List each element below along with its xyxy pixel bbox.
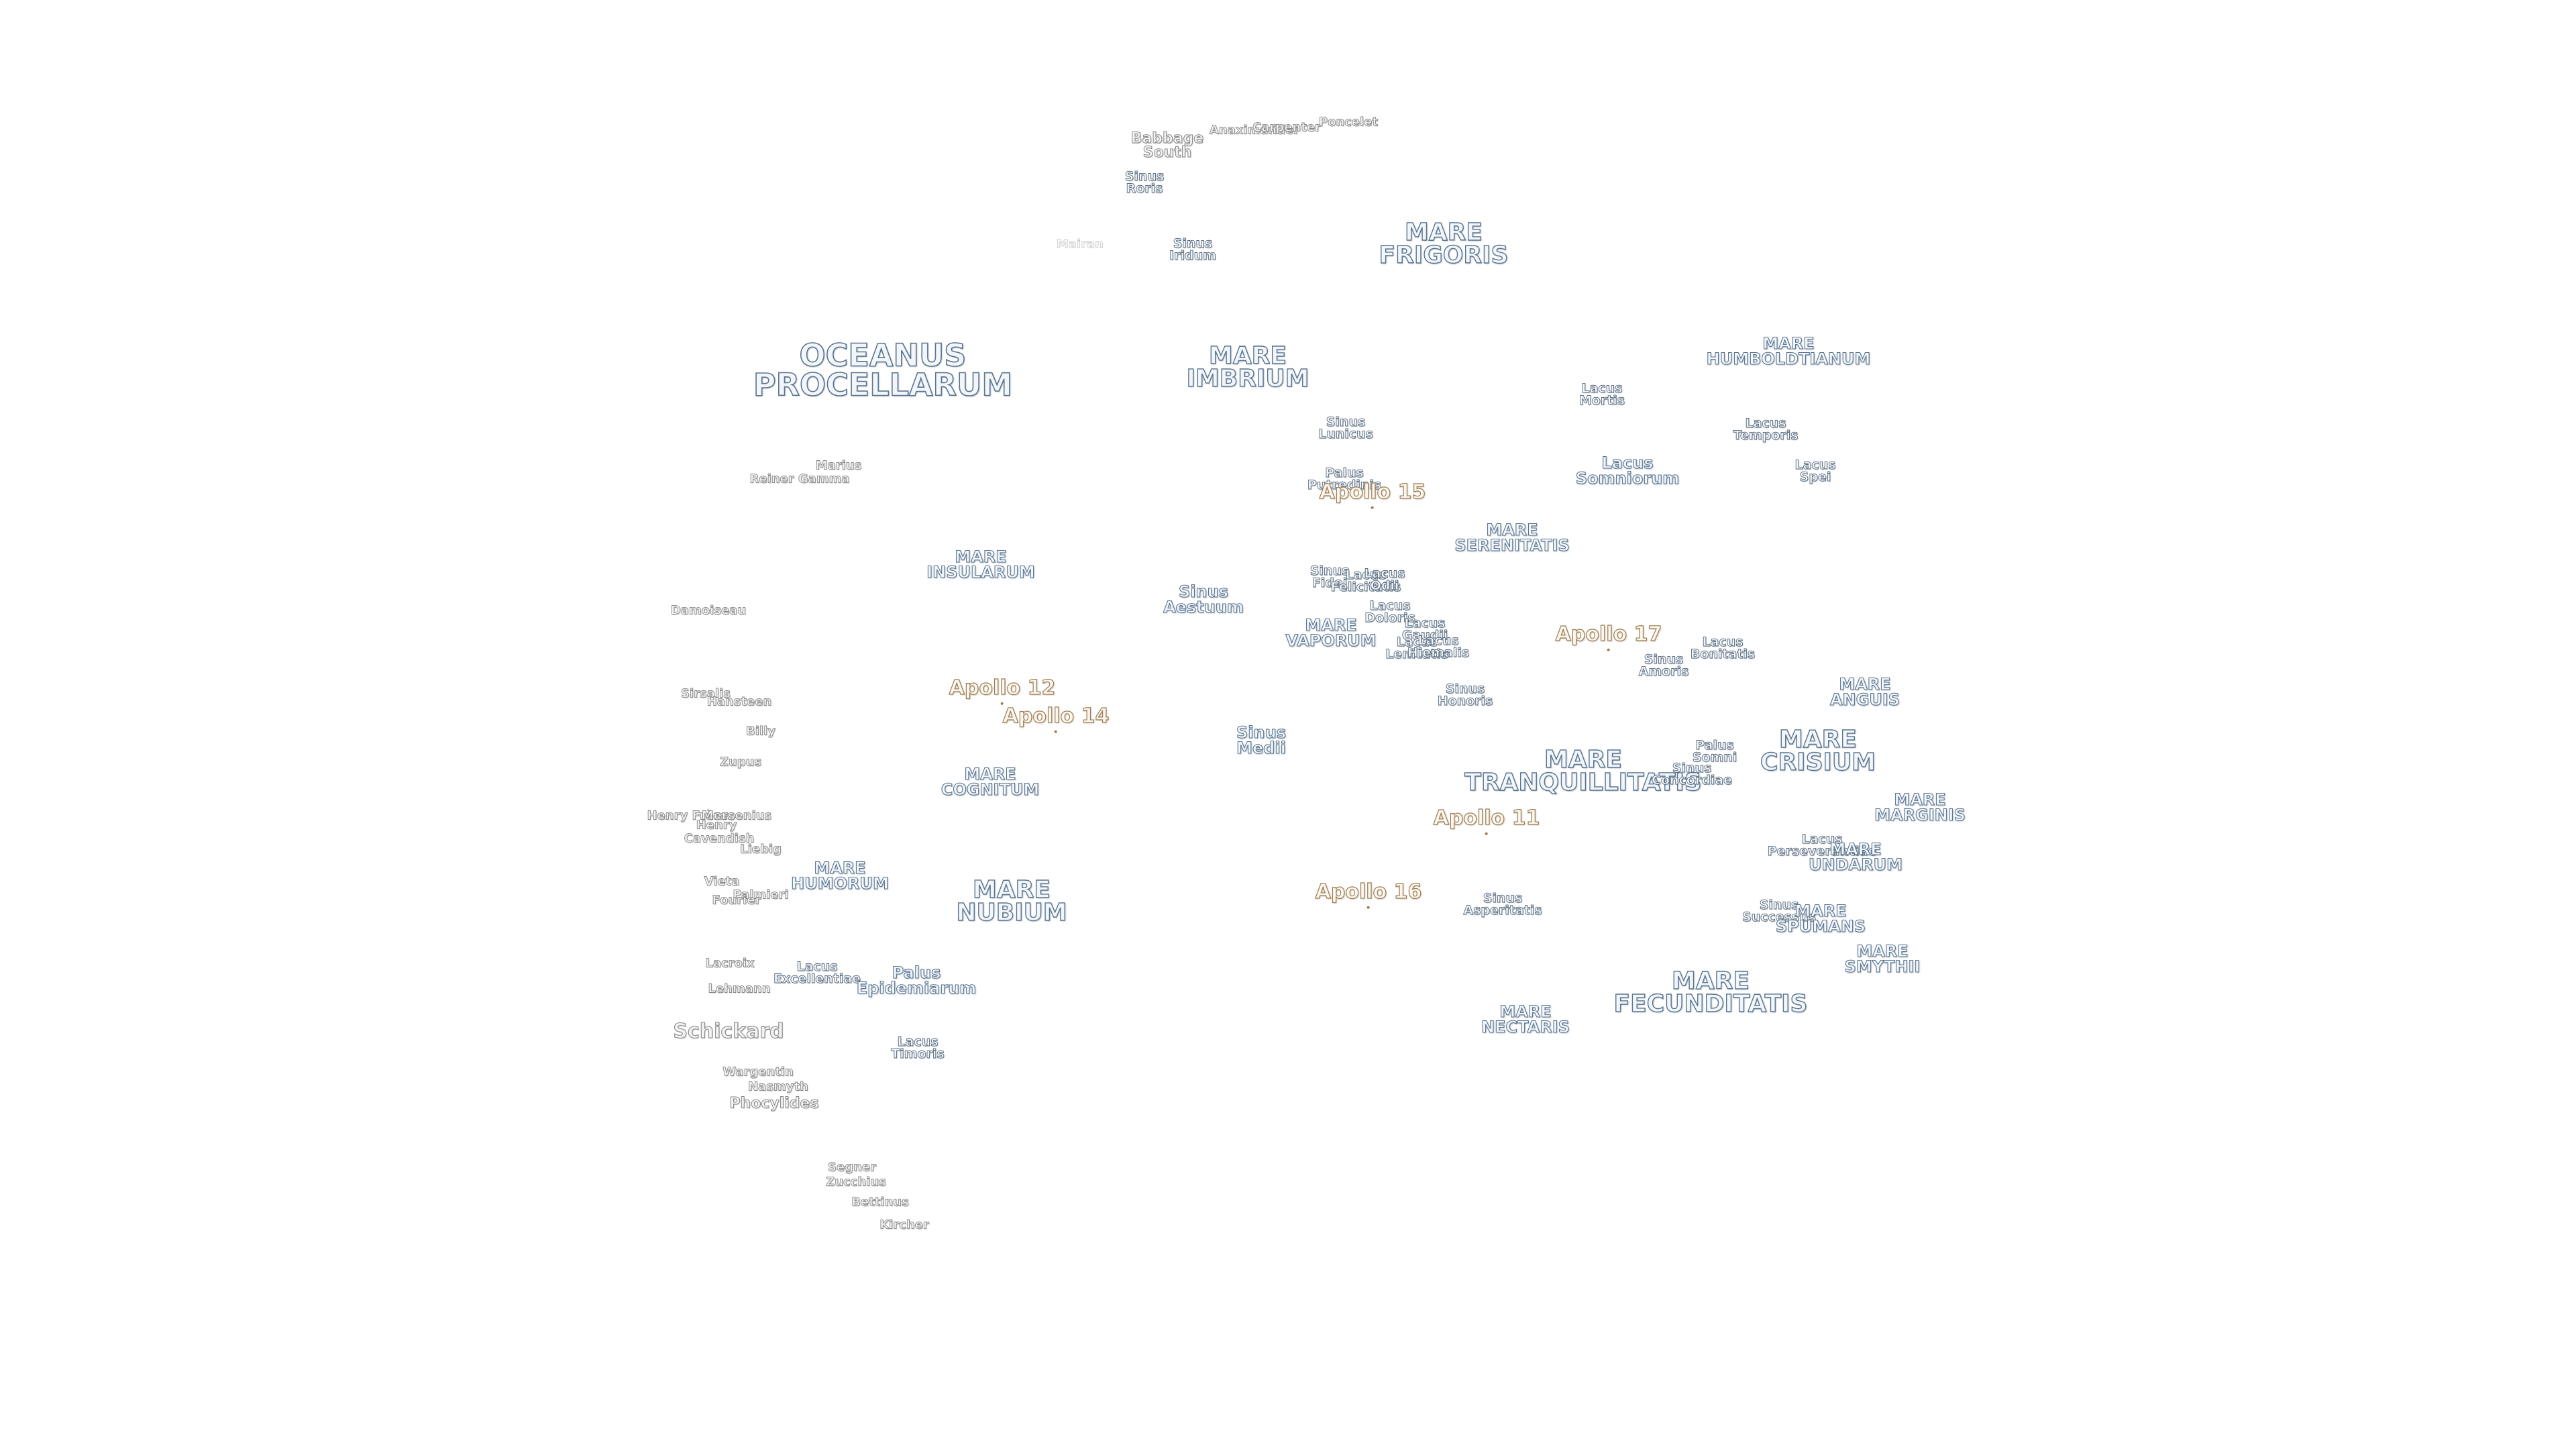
mare-label-insularum[interactable]: MARE INSULARUM	[926, 547, 1036, 582]
mare-label-spumans[interactable]: MARE SPUMANS	[1775, 902, 1866, 936]
crater-label-henry[interactable]: Henry	[696, 818, 737, 833]
mare-label-imbrium[interactable]: MARE IMBRIUM	[1186, 341, 1309, 392]
crater-label-fourier[interactable]: Fourier	[712, 893, 761, 908]
feature-label-sinus-aestuum[interactable]: Sinus Aestuum	[1163, 582, 1244, 616]
feature-label-sinus-iridum[interactable]: Sinus Iridum	[1169, 235, 1217, 263]
feature-label-lacus-somniorum[interactable]: Lacus Somniorum	[1575, 453, 1680, 488]
feature-label-sinus-honoris[interactable]: Sinus Honoris	[1437, 681, 1493, 708]
crater-label-reiner-gamma[interactable]: Reiner Gamma	[749, 472, 850, 486]
feature-label-palus-epidemiarum[interactable]: Palus Epidemiarum	[856, 963, 977, 998]
apollo-12-site[interactable]: Apollo 12	[949, 676, 1056, 704]
crater-label-hansteen[interactable]: Hansteen	[706, 694, 772, 709]
apollo-17-site[interactable]: Apollo 17	[1555, 622, 1662, 651]
crater-label-nasmyth[interactable]: Nasmyth	[748, 1079, 809, 1094]
mare-label-anguis[interactable]: MARE ANGUIS	[1829, 675, 1900, 709]
crater-label-kircher[interactable]: Kircher	[879, 1218, 929, 1232]
mare-label-undarum[interactable]: MARE UNDARUM	[1808, 840, 1902, 874]
mare-label-tranquillitatis[interactable]: MARE TRANQUILLITATIS	[1464, 745, 1703, 796]
crater-label-zupus[interactable]: Zupus	[719, 755, 762, 769]
mare-label-serenitatis[interactable]: MARE SERENITATIS	[1454, 521, 1570, 555]
mare-label-fecunditatis[interactable]: MARE FECUNDITATIS	[1613, 967, 1808, 1018]
feature-label-sinus-concordiae[interactable]: Sinus Concordiae	[1651, 760, 1733, 788]
crater-label-billy[interactable]: Billy	[746, 724, 776, 739]
mare-label-humorum[interactable]: MARE HUMORUM	[791, 859, 890, 893]
crater-label-carpenter[interactable]: Carpenter	[1252, 120, 1322, 135]
crater-label-wargentin[interactable]: Wargentin	[722, 1065, 794, 1079]
feature-label-lacus-doloris[interactable]: Lacus Doloris	[1364, 598, 1415, 625]
mare-label-smythii[interactable]: MARE SMYTHII	[1844, 942, 1921, 976]
crater-label-babbage-south[interactable]: Babbage South	[1130, 130, 1204, 161]
mare-label-nectaris[interactable]: MARE NECTARIS	[1481, 1002, 1570, 1036]
feature-label-sinus-asperitatis[interactable]: Sinus Asperitatis	[1463, 890, 1542, 918]
feature-label-palus-putredinis[interactable]: Palus Putredinis	[1307, 465, 1382, 492]
crater-label-lehmann[interactable]: Lehmann	[708, 981, 771, 996]
feature-label-lacus-odii[interactable]: Lacus Odii	[1364, 566, 1405, 593]
feature-label-sinus-roris[interactable]: Sinus Roris	[1124, 168, 1165, 196]
mare-label-humboldtianum[interactable]: MARE HUMBOLDTIANUM	[1706, 334, 1871, 368]
crater-label-poncelet[interactable]: Poncelet	[1318, 115, 1379, 129]
apollo-16-site[interactable]: Apollo 16	[1315, 879, 1422, 908]
mare-label-marginis[interactable]: MARE MARGINIS	[1874, 790, 1966, 824]
feature-label-lacus-gaudii[interactable]: Lacus Gaudii	[1401, 615, 1448, 643]
crater-label-segner[interactable]: Segner	[828, 1160, 877, 1175]
feature-label-sinus-medii[interactable]: Sinus Medii	[1236, 723, 1286, 757]
mare-label-crisium[interactable]: MARE CRISIUM	[1760, 725, 1876, 776]
crater-label-lacroix[interactable]: Lacroix	[705, 956, 755, 971]
feature-label-lacus-perseverantiae[interactable]: Lacus Perseverantiae	[1767, 831, 1877, 859]
feature-label-sinus-successus[interactable]: Sinus Successus	[1741, 897, 1817, 924]
crater-label-liebig[interactable]: Liebig	[740, 842, 782, 857]
feature-label-lacus-hiemalis[interactable]: Lacus Hiemalis	[1407, 633, 1470, 660]
feature-label-lacus-bonitatis[interactable]: Lacus Bonitatis	[1690, 634, 1756, 661]
crater-label-phocylides[interactable]: Phocylides	[729, 1095, 819, 1112]
mare-label-vaporum[interactable]: MARE VAPORUM	[1285, 616, 1377, 650]
crater-label-palmieri[interactable]: Palmieri	[733, 888, 789, 902]
crater-label-schickard[interactable]: Schickard	[673, 1019, 784, 1043]
feature-label-lacus-spei[interactable]: Lacus Spei	[1794, 457, 1836, 484]
feature-label-lacus-excellentiae[interactable]: Lacus Excellentiae	[773, 959, 861, 986]
feature-label-lacus-lenitatis[interactable]: Lacus Lenitatis	[1385, 634, 1449, 661]
feature-label-lacus-temporis[interactable]: Lacus Temporis	[1733, 415, 1799, 443]
feature-label-sinus-amoris[interactable]: Sinus Amoris	[1638, 651, 1689, 679]
crater-label-mairan[interactable]: Mairan	[1056, 237, 1104, 252]
apollo-14-site[interactable]: Apollo 14	[1002, 704, 1110, 733]
crater-label-damoiseau[interactable]: Damoiseau	[670, 603, 747, 618]
apollo-11-site[interactable]: Apollo 11	[1433, 806, 1540, 835]
feature-label-lacus-mortis[interactable]: Lacus Mortis	[1578, 380, 1625, 408]
feature-label-palus-somni[interactable]: Palus Somni	[1692, 737, 1737, 765]
mare-label-oceanus-procellarum[interactable]: OCEANUS PROCELLARUM	[753, 337, 1013, 402]
crater-label-sirsalis[interactable]: Sirsalis	[681, 686, 731, 701]
crater-label-cavendish[interactable]: Cavendish	[684, 831, 755, 846]
feature-label-lacus-timoris[interactable]: Lacus Timoris	[891, 1034, 945, 1061]
crater-label-anaximander[interactable]: Anaximander	[1209, 123, 1300, 138]
feature-label-sinus-lunicus[interactable]: Sinus Lunicus	[1318, 414, 1374, 441]
crater-label-henry-freres[interactable]: Henry Frères	[647, 808, 735, 823]
mare-label-frigoris[interactable]: MARE FRIGORIS	[1379, 218, 1509, 269]
crater-label-zucchius[interactable]: Zucchius	[826, 1175, 887, 1189]
crater-label-vieta[interactable]: Vieta	[704, 874, 740, 889]
feature-label-sinus-fidei[interactable]: Sinus Fidei	[1309, 563, 1350, 590]
mare-label-nubium[interactable]: MARE NUBIUM	[956, 875, 1068, 926]
crater-label-bettinus[interactable]: Bettinus	[851, 1195, 910, 1210]
mare-label-cognitum[interactable]: MARE COGNITUM	[941, 765, 1040, 799]
crater-label-marius[interactable]: Marius	[815, 458, 862, 473]
apollo-15-site[interactable]: Apollo 15	[1319, 480, 1426, 508]
feature-label-lacus-felicitatis[interactable]: Lacus Felicitatis	[1330, 567, 1401, 594]
crater-label-mersenius[interactable]: Mersenius	[701, 808, 772, 823]
